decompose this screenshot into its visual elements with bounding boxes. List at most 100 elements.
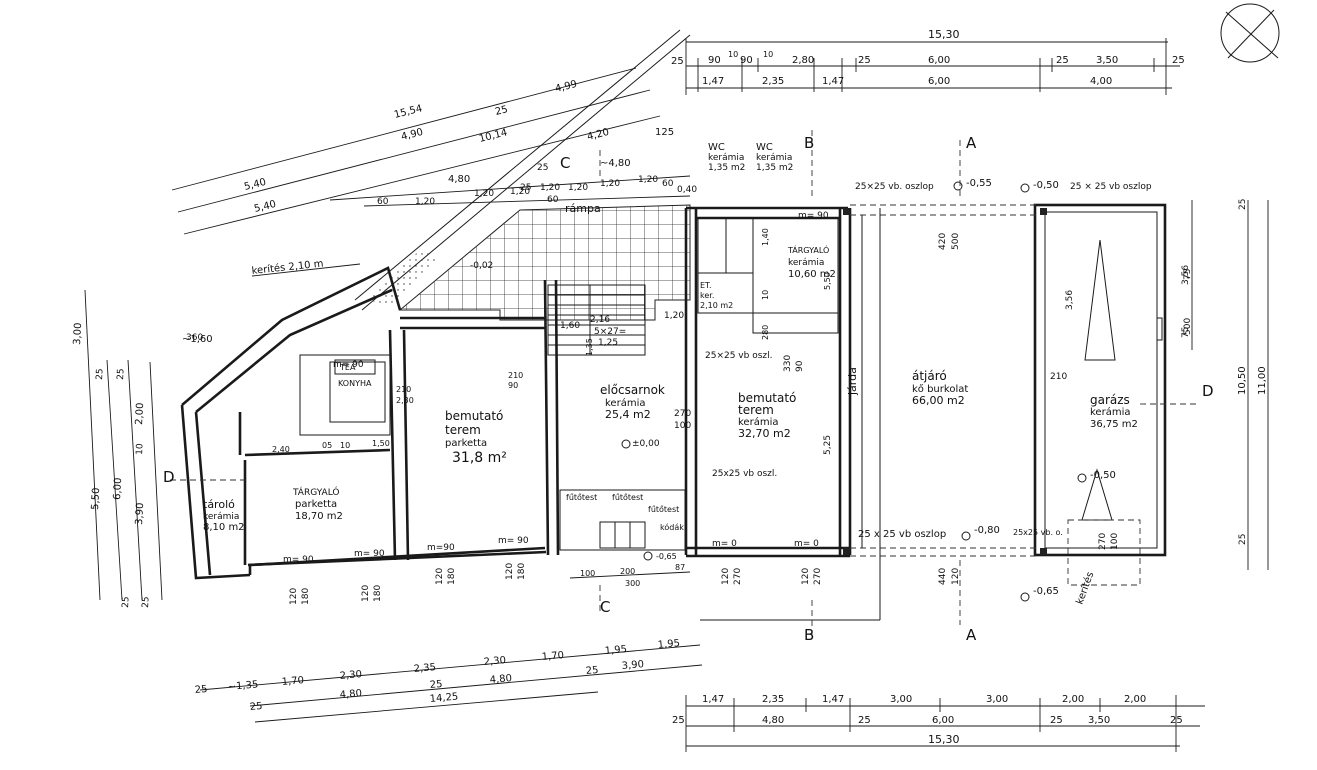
- stair-label: 2,16: [590, 315, 610, 325]
- dim-label: 25: [429, 679, 443, 691]
- room-area: 25,4 m2: [605, 408, 651, 421]
- kerites-label: kerítés 2,10 m: [251, 258, 324, 277]
- dim-label: 3,90: [134, 502, 146, 525]
- dim-label: 1,50: [372, 439, 390, 448]
- dim-label: 5,40: [243, 177, 267, 193]
- column-label: 25×25 vb. oszlop: [855, 182, 934, 192]
- room-name: garázs: [1090, 393, 1130, 407]
- window-label: m= 90: [498, 536, 529, 546]
- top-dim-row1: 25 90 10 90 10 2,80 25 6,00 25 3,50 25: [671, 50, 1185, 67]
- dim-label: 10: [135, 443, 146, 455]
- column-label: 25×25 vb oszl.: [705, 351, 773, 361]
- door-dim: 210: [396, 385, 411, 394]
- dim-label: 2,30: [483, 655, 506, 668]
- bottom-left-dimension-lines: [199, 644, 703, 723]
- level-label: -0,55: [966, 178, 992, 189]
- dim-label: 1,20: [540, 183, 560, 193]
- dim-label: 3,00: [890, 694, 912, 705]
- bottom-left-dims-row3: 25 14,25: [249, 692, 458, 713]
- section-mark-b-top: B: [804, 134, 814, 152]
- dim-label: 25: [1172, 55, 1185, 66]
- level-markers: [621, 181, 1087, 602]
- column-label: 25x25 vb oszl.: [712, 469, 777, 479]
- top-dim-row2: 1,47 2,35 1,47 6,00 4,00: [702, 76, 1112, 87]
- dim-label: 4,99: [554, 79, 578, 95]
- north-compass-icon: [1220, 3, 1280, 63]
- dim-label: 4,00: [1090, 76, 1112, 87]
- entrance-label: kódák: [660, 522, 684, 532]
- room-floor: kerámia: [738, 416, 778, 428]
- room-floor: kerámia: [1090, 406, 1130, 418]
- door-dim: 90: [508, 381, 518, 390]
- room-area: 18,70 m2: [295, 511, 343, 522]
- dim-label: ~1,35: [227, 679, 258, 693]
- dim-label: 180: [517, 563, 527, 580]
- window-label: m= 90: [798, 211, 829, 221]
- room-name: TÁRGYALÓ: [292, 486, 339, 498]
- section-markers: [170, 130, 1200, 640]
- room-wc-2: WC kerámia 1,35 m2: [756, 142, 793, 173]
- room-name2: terem: [445, 423, 481, 437]
- dim-label: 2,40: [272, 445, 290, 454]
- dim-label: 1,95: [657, 638, 680, 651]
- room-name: bemutató: [445, 409, 503, 423]
- dim-label: 1,95: [604, 644, 627, 657]
- room-name: előcsarnok: [600, 383, 665, 397]
- room-name2: KONYHA: [338, 379, 372, 388]
- dim-label: 3,50: [1088, 715, 1110, 726]
- room-floor: kerámia: [708, 153, 744, 163]
- dim-label: 11,00: [1257, 366, 1268, 395]
- dim-label: 10: [340, 441, 350, 450]
- room-wc-1: WC kerámia 1,35 m2: [708, 142, 745, 173]
- dim-label: 10,14: [478, 127, 508, 145]
- room-area: 2,10 m2: [700, 301, 733, 310]
- room-bemutato-terem-1: bemutató terem parketta 31,8 m²: [445, 409, 507, 466]
- window-label: m= 90: [354, 549, 385, 559]
- dim-label: 200: [620, 567, 635, 576]
- dim-label: 4,90: [400, 127, 424, 143]
- window-label: m= 0: [794, 539, 819, 549]
- dim-label: 10: [763, 50, 773, 59]
- vegetation-strip: [365, 250, 440, 305]
- dim-label: 4,80: [339, 688, 362, 701]
- dim-label: 25: [249, 701, 263, 713]
- dim-label: 120: [361, 585, 371, 602]
- right-dimension-lines: [1191, 200, 1269, 570]
- dim-label: 25: [116, 368, 127, 380]
- dim-label: 1,20: [638, 175, 658, 185]
- bottom-right-dims-row2: 25 4,80 25 6,00 25 3,50 25: [672, 715, 1183, 726]
- entrance-label: fűtőtest: [566, 493, 597, 502]
- room-floor: parketta: [445, 438, 487, 449]
- dim-label: 1,20: [415, 197, 435, 207]
- dim-label: 25: [520, 183, 531, 193]
- section-mark-b-bottom: B: [804, 626, 814, 644]
- dim-label: 3,90: [621, 659, 644, 672]
- dim-label: 3,56: [1065, 290, 1075, 310]
- door-dim: 210: [508, 371, 523, 380]
- dim-label: 1,20: [600, 179, 620, 189]
- dim-label: 60: [547, 195, 559, 205]
- room-area: 31,8 m²: [452, 450, 507, 466]
- dim-label: 5,50: [90, 487, 102, 510]
- door-dim: 270: [674, 409, 691, 419]
- dim-label: 2,00: [1124, 694, 1146, 705]
- left-dimension-lines: [84, 289, 163, 601]
- room-area: 10,60 m2: [788, 269, 836, 280]
- room-tea-konyha: TEA KONYHA: [338, 363, 372, 388]
- dim-label: 25: [671, 56, 684, 67]
- dim-label: 500: [951, 233, 961, 250]
- bottom-right-dimension-lines: [685, 695, 1205, 752]
- dim-label: 0,40: [677, 185, 697, 195]
- dim-label: 125: [655, 127, 674, 138]
- dim-label: 1,20: [568, 183, 588, 193]
- dim-label: 360: [186, 333, 203, 343]
- top-dimension-lines: [685, 38, 1180, 95]
- dim-label: 25: [585, 665, 599, 677]
- level-label: -0,80: [974, 525, 1000, 536]
- dim-label: 90: [795, 360, 805, 372]
- dim-label: 180: [447, 568, 457, 585]
- dim-label: 120: [505, 563, 515, 580]
- room-name: WC: [708, 142, 725, 153]
- room-area: 1,35 m2: [756, 163, 793, 173]
- dim-label: 270: [813, 568, 823, 585]
